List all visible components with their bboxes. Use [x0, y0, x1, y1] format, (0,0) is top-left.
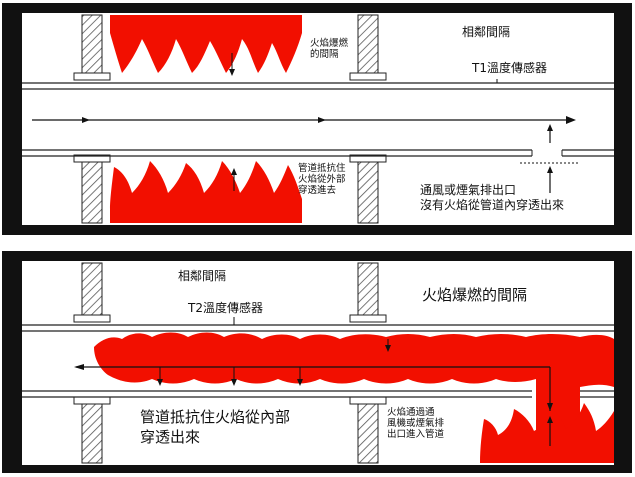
- airflow-arrow: [32, 116, 576, 124]
- panel-top-drawing: [22, 13, 614, 225]
- wall-right: [349, 262, 387, 464]
- fire-room-top-marker: [229, 53, 237, 191]
- fire-top-upper: [110, 15, 302, 73]
- wall-right: [349, 14, 387, 224]
- label-adjacent-bottom: 相鄰間隔: [178, 269, 227, 283]
- label-line: 穿透進去: [298, 185, 337, 196]
- duct: [22, 82, 614, 157]
- diagram-panel-bottom: 相鄰間隔 T2溫度傳感器 火焰爆燃的間隔 管道抵抗住火焰從內部 穿透出來 火焰通…: [2, 251, 632, 473]
- wall-left: [73, 14, 111, 224]
- label-sensor-t1: T1溫度傳感器: [472, 61, 547, 75]
- wall-left: [73, 262, 111, 464]
- label-sensor-t2: T2溫度傳感器: [188, 301, 263, 315]
- label-line: 穿透出來: [140, 428, 201, 446]
- sensor-t1-probe: [520, 124, 580, 193]
- label-line: 的間隔: [310, 49, 339, 60]
- label-line: 火焰通過通: [387, 407, 435, 418]
- duct: [22, 324, 614, 398]
- label-line: 火焰從外部: [298, 174, 346, 185]
- label-line: 出口進入管道: [387, 429, 445, 440]
- label-line: 火焰爆燃: [310, 38, 349, 49]
- label-line: 通風或煙氣排出口: [420, 183, 517, 197]
- label-no-flame: 通風或煙氣排出口 沒有火焰從管道內穿透出來: [420, 183, 564, 213]
- fire-outside-right: [480, 403, 614, 463]
- label-line: 管道抵抗住: [298, 163, 346, 174]
- fire-top-lower: [110, 161, 302, 223]
- label-flame-enters: 火焰通過通 風機或煙氣排 出口進入管道: [387, 407, 445, 440]
- label-line: 沒有火焰從管道內穿透出來: [420, 198, 565, 212]
- label-line: 管道抵抗住火焰從內部: [140, 408, 291, 426]
- label-fire-room-bottom: 火焰爆燃的間隔: [422, 286, 528, 304]
- label-pipe-resists-bottom: 管道抵抗住火焰從內部 穿透出來: [140, 407, 290, 447]
- label-pipe-resists-top: 管道抵抗住 火焰從外部 穿透進去: [298, 163, 346, 196]
- panel-bottom-drawing: [22, 261, 614, 465]
- label-line: 風機或煙氣排: [387, 418, 445, 429]
- label-adjacent-top: 相鄰間隔: [462, 25, 511, 39]
- fire-in-duct: [94, 332, 614, 451]
- label-fire-room-top: 火焰爆燃 的間隔: [310, 38, 348, 60]
- diagram-panel-top: 火焰爆燃 的間隔 相鄰間隔 T1溫度傳感器 管道抵抗住 火焰從外部 穿透進去 通…: [2, 3, 632, 235]
- flame-flow-arrow: [74, 339, 553, 446]
